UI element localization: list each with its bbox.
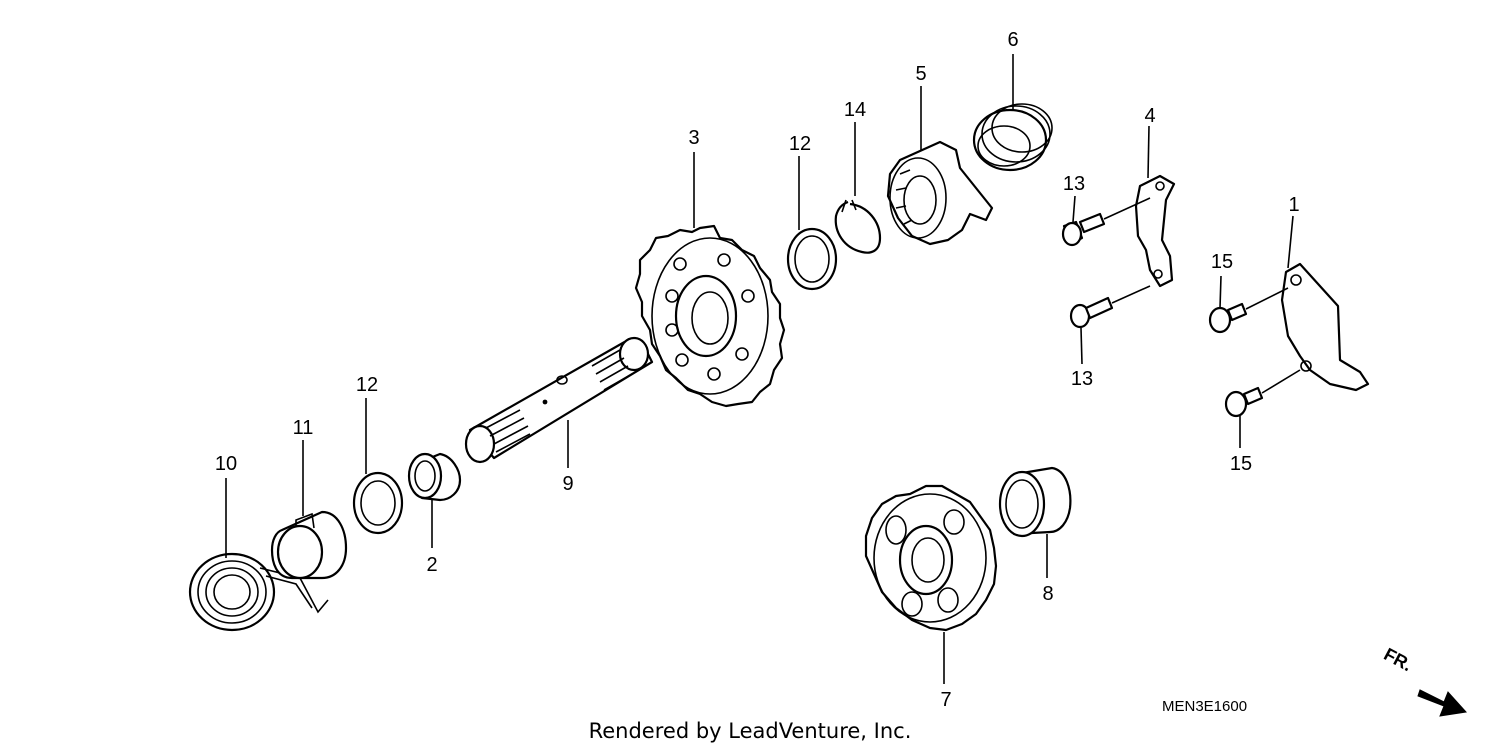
part-8-collar bbox=[998, 466, 1072, 538]
callout-14: 14 bbox=[844, 99, 866, 121]
part-5-ratchet bbox=[886, 140, 994, 246]
callout-15-upper: 15 bbox=[1211, 251, 1233, 273]
front-direction-indicator: FR. bbox=[1381, 644, 1467, 717]
part-15-bolt-upper bbox=[1208, 287, 1289, 334]
callout-13-upper: 13 bbox=[1063, 173, 1085, 195]
part-3-kick-gear bbox=[634, 224, 786, 408]
part-6-ratchet-spring bbox=[972, 103, 1053, 172]
part-14-snap-ring bbox=[834, 199, 882, 254]
part-12-washer-right bbox=[786, 227, 838, 291]
diagram-code: MEN3E1600 bbox=[1162, 698, 1247, 715]
front-arrow-icon bbox=[1417, 689, 1467, 717]
callout-9: 9 bbox=[562, 473, 573, 495]
credit-line: Rendered by LeadVenture, Inc. bbox=[589, 719, 912, 743]
part-13-bolt-lower bbox=[1069, 285, 1151, 329]
part-11-spring-guide bbox=[270, 510, 348, 580]
callout-6: 6 bbox=[1007, 29, 1018, 51]
callout-7: 7 bbox=[940, 689, 951, 711]
callout-4: 4 bbox=[1144, 105, 1155, 127]
callout-13-lower: 13 bbox=[1071, 368, 1093, 390]
callout-12-left: 12 bbox=[356, 374, 378, 396]
part-13-bolt-upper bbox=[1061, 197, 1151, 247]
callout-labels: 1 2 3 4 5 6 7 8 9 10 11 12 12 13 13 14 1… bbox=[215, 29, 1300, 711]
part-4-ratchet-guide-plate bbox=[1134, 174, 1176, 288]
direction-label: FR. bbox=[1381, 644, 1416, 675]
callout-15-lower: 15 bbox=[1230, 453, 1252, 475]
callout-3: 3 bbox=[688, 127, 699, 149]
callout-1: 1 bbox=[1288, 194, 1299, 216]
callout-8: 8 bbox=[1042, 583, 1053, 605]
part-10-kick-spring bbox=[188, 552, 329, 632]
callout-5: 5 bbox=[915, 63, 926, 85]
callout-12-right: 12 bbox=[789, 133, 811, 155]
callout-10: 10 bbox=[215, 453, 237, 475]
leader-lines bbox=[225, 54, 1294, 684]
part-7-idle-gear bbox=[864, 484, 998, 632]
part-12-washer-left bbox=[352, 471, 404, 535]
part-15-bolt-lower bbox=[1224, 369, 1301, 418]
part-2-bushing bbox=[407, 452, 462, 502]
callout-11: 11 bbox=[293, 417, 314, 439]
part-9-kick-spindle bbox=[464, 336, 654, 464]
part-1-plate bbox=[1280, 262, 1370, 392]
callout-2: 2 bbox=[426, 554, 437, 576]
